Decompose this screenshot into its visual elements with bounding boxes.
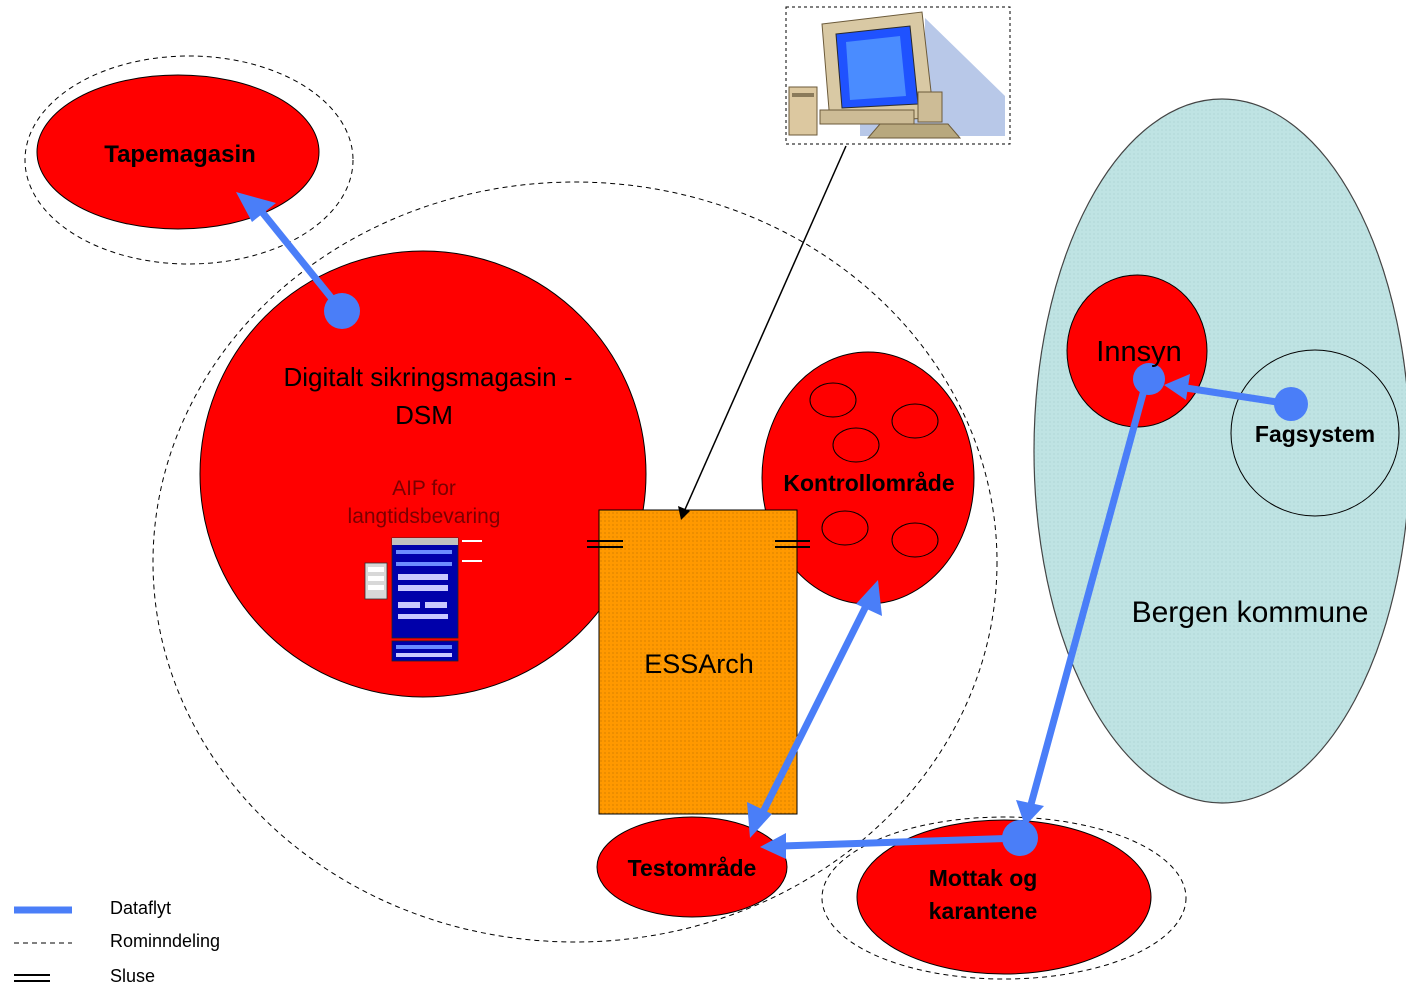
testomrade-label: Testområde	[628, 855, 757, 881]
arrowhead-tapemagasin	[236, 192, 276, 222]
compartment-oval	[809, 382, 857, 418]
flow-dot-innsyn	[1133, 363, 1165, 395]
tapemagasin-zone	[36, 74, 320, 230]
flow-fagsystem-innsyn	[1185, 384, 1291, 408]
legend: Dataflyt Rominndeling Sluse	[14, 898, 220, 986]
legend-label: Dataflyt	[110, 898, 171, 918]
mottak-label-line2: karantene	[929, 898, 1038, 924]
legend-label: Rominndeling	[110, 931, 220, 951]
essarch-label: ESSArch	[644, 649, 754, 679]
flow-innsyn-mottak	[1026, 378, 1151, 809]
bergen-kommune-label: Bergen kommune	[1132, 596, 1369, 629]
arrowhead-kontrollomrade	[856, 580, 882, 616]
innsyn-label: Innsyn	[1096, 336, 1181, 368]
fagsystem-label: Fagsystem	[1255, 421, 1375, 447]
essarch-box-texture	[599, 510, 797, 814]
kontrollomrade-label: Kontrollområde	[783, 470, 954, 496]
legend-item-rominndeling: Rominndeling	[14, 931, 220, 951]
flow-kontroll-test	[754, 596, 874, 824]
flow-dot-dsm	[324, 293, 360, 329]
dsm-title-line2: DSM	[395, 400, 453, 430]
testomrade-zone	[596, 816, 788, 918]
compartment-oval	[891, 522, 939, 558]
compartment-oval	[832, 427, 880, 463]
sluse-left	[587, 540, 623, 548]
flow-dsm-tapemagasin	[259, 209, 345, 314]
arrowhead-mottak	[1016, 800, 1044, 826]
dsm-zone	[199, 250, 647, 698]
tapemagasin-label: Tapemagasin	[104, 141, 256, 168]
sluse-right	[775, 540, 810, 548]
compartment-oval	[891, 403, 939, 439]
arrowhead-testomrade-up	[747, 802, 772, 838]
kontrollomrade-compartments	[809, 382, 939, 558]
compartment-oval	[821, 510, 869, 546]
computer-pointer-arrowhead	[678, 506, 690, 520]
flow-dot-mottak	[1002, 820, 1038, 856]
double-line-icon	[14, 974, 50, 982]
tapemagasin-room-boundary	[24, 55, 354, 265]
main-room-boundary	[152, 181, 998, 943]
arrowhead-innsyn	[1164, 374, 1190, 400]
mottak-label-line1: Mottak og	[929, 865, 1038, 891]
mottak-room-boundary	[821, 816, 1187, 980]
aip-label-line1: AIP for	[392, 477, 456, 500]
legend-item-sluse: Sluse	[14, 966, 155, 986]
legend-item-dataflyt: Dataflyt	[14, 898, 171, 918]
bergen-kommune-texture	[1034, 99, 1406, 803]
computer-pointer-line	[682, 145, 847, 515]
arrowhead-testomrade	[760, 833, 786, 859]
mottak-zone	[856, 819, 1152, 975]
legend-label: Sluse	[110, 966, 155, 986]
data-flows	[236, 192, 1308, 859]
fagsystem-zone	[1230, 349, 1400, 517]
computer-icon	[785, 6, 1011, 145]
dsm-title-line1: Digitalt sikringsmagasin -	[284, 362, 573, 392]
flow-mottak-test	[781, 834, 1021, 850]
aip-screenshot-icon	[364, 537, 482, 662]
aip-label-line2: langtidsbevaring	[348, 505, 501, 528]
flow-dot-fagsystem	[1274, 387, 1308, 421]
